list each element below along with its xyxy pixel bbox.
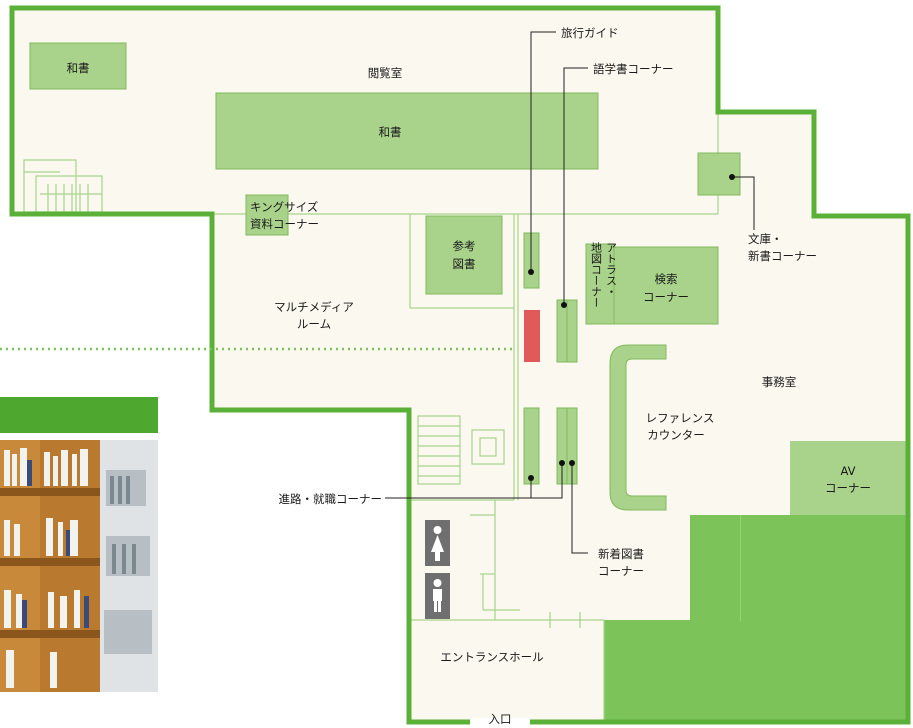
label-king-size-1: キングサイズ	[250, 200, 318, 214]
label-reference-counter-2: カウンター	[647, 428, 705, 442]
photo-header-strip	[0, 397, 158, 433]
reference-counter	[609, 344, 667, 511]
label-bunko-2: 新書コーナー	[748, 249, 817, 263]
dark-green-zone-1	[690, 515, 908, 621]
label-reference-2: 図書	[453, 257, 476, 271]
label-washo-large: 和書	[379, 125, 402, 139]
floor-area	[12, 8, 908, 722]
king-size-shelf	[245, 194, 289, 236]
label-entrance-hall: エントランスホール	[440, 650, 543, 664]
av-zone-bg	[790, 441, 908, 515]
leader-dots	[528, 174, 735, 481]
bunko-shelf	[697, 152, 741, 196]
label-av-1: AV	[841, 464, 856, 478]
label-multimedia-2: ルーム	[297, 317, 331, 331]
label-reference-1: 参考	[453, 239, 476, 253]
label-career: 進路・就職コーナー	[279, 492, 383, 506]
service-counter	[524, 310, 540, 362]
reference-books-shelf	[425, 215, 503, 295]
leader-lines	[385, 31, 755, 554]
stairs-center	[417, 415, 505, 485]
label-search-1: 検索	[655, 272, 678, 286]
label-new-books-2: コーナー	[598, 564, 644, 578]
interior-lines	[212, 112, 719, 722]
language-shelf-a	[556, 299, 568, 363]
label-atlas-1: アトラス・	[605, 242, 618, 297]
label-entrance: 入口	[489, 712, 512, 726]
atlas-shelf	[585, 243, 615, 325]
career-shelf	[523, 407, 540, 485]
label-language: 語学書コーナー	[593, 62, 674, 76]
label-office: 事務室	[762, 375, 797, 389]
woman-restroom-icon	[425, 520, 450, 566]
label-reference-counter-1: レファレンス	[646, 411, 715, 425]
label-washo-small: 和書	[67, 61, 90, 75]
label-search-2: コーナー	[643, 290, 689, 304]
label-reading-room: 閲覧室	[368, 66, 403, 80]
label-king-size-2: 資料コーナー	[250, 217, 319, 231]
label-multimedia-1: マルチメディア	[274, 300, 354, 314]
search-shelf	[613, 246, 719, 325]
label-bunko-1: 文庫・	[748, 232, 783, 246]
grid-line-a	[740, 515, 741, 621]
entrance-gap	[470, 718, 530, 728]
washo-large-shelf	[215, 92, 599, 170]
language-shelf-b	[566, 299, 578, 363]
man-restroom-icon	[425, 573, 450, 619]
washo-small-shelf	[29, 42, 127, 90]
outer-wall	[9, 5, 911, 725]
dark-green-zone-2	[604, 620, 908, 722]
label-av-2: コーナー	[825, 481, 871, 495]
bookshelf-photo	[0, 440, 158, 692]
label-travel-guide: 旅行ガイド	[561, 26, 619, 40]
label-new-books-1: 新着図書	[598, 547, 644, 561]
label-atlas-2: 地図コーナー	[590, 242, 603, 308]
